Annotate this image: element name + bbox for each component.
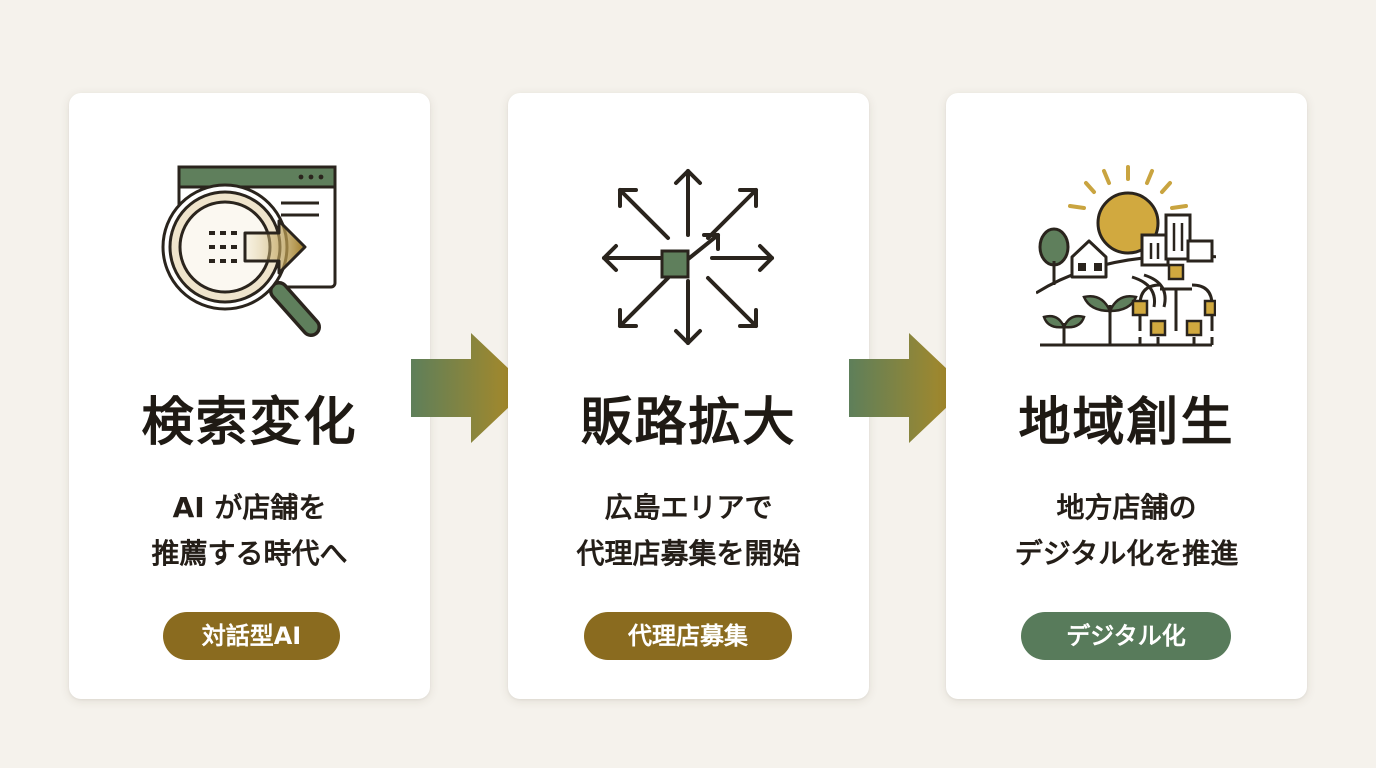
card-title: 販路拡大 <box>580 392 797 453</box>
card-description-line: 推薦する時代へ <box>151 537 348 570</box>
card-channel-expansion: 販路拡大 広島エリアで 代理店募集を開始 代理店募集 <box>508 93 869 699</box>
card-description: AI が店舗を 推薦する時代へ <box>69 485 430 577</box>
regional-town-icon <box>1036 161 1216 351</box>
card-search-change: 検索変化 AI が店舗を 推薦する時代へ 対話型AI <box>69 93 430 699</box>
card-regional-revitalization: 地域創生 地方店舗の デジタル化を推進 デジタル化 <box>946 93 1307 699</box>
tag-badge: 対話型AI <box>163 612 340 660</box>
card-description-line: 代理店募集を開始 <box>576 537 801 570</box>
tag-badge: デジタル化 <box>1021 612 1231 660</box>
search-browser-arrow-icon <box>159 161 339 351</box>
card-description-line: AI が店舗を <box>172 491 327 524</box>
flow-arrow-icon <box>411 333 529 443</box>
expand-arrows-icon <box>598 161 778 351</box>
card-description-line: 地方店舗の <box>1056 491 1197 524</box>
card-description: 広島エリアで 代理店募集を開始 <box>508 485 869 577</box>
card-description: 地方店舗の デジタル化を推進 <box>946 485 1307 577</box>
card-description-line: 広島エリアで <box>604 491 773 524</box>
tag-badge: 代理店募集 <box>584 612 792 660</box>
card-title: 地域創生 <box>1018 392 1235 453</box>
card-description-line: デジタル化を推進 <box>1014 537 1239 570</box>
flow-arrow-icon <box>849 333 967 443</box>
card-title: 検索変化 <box>141 392 358 453</box>
